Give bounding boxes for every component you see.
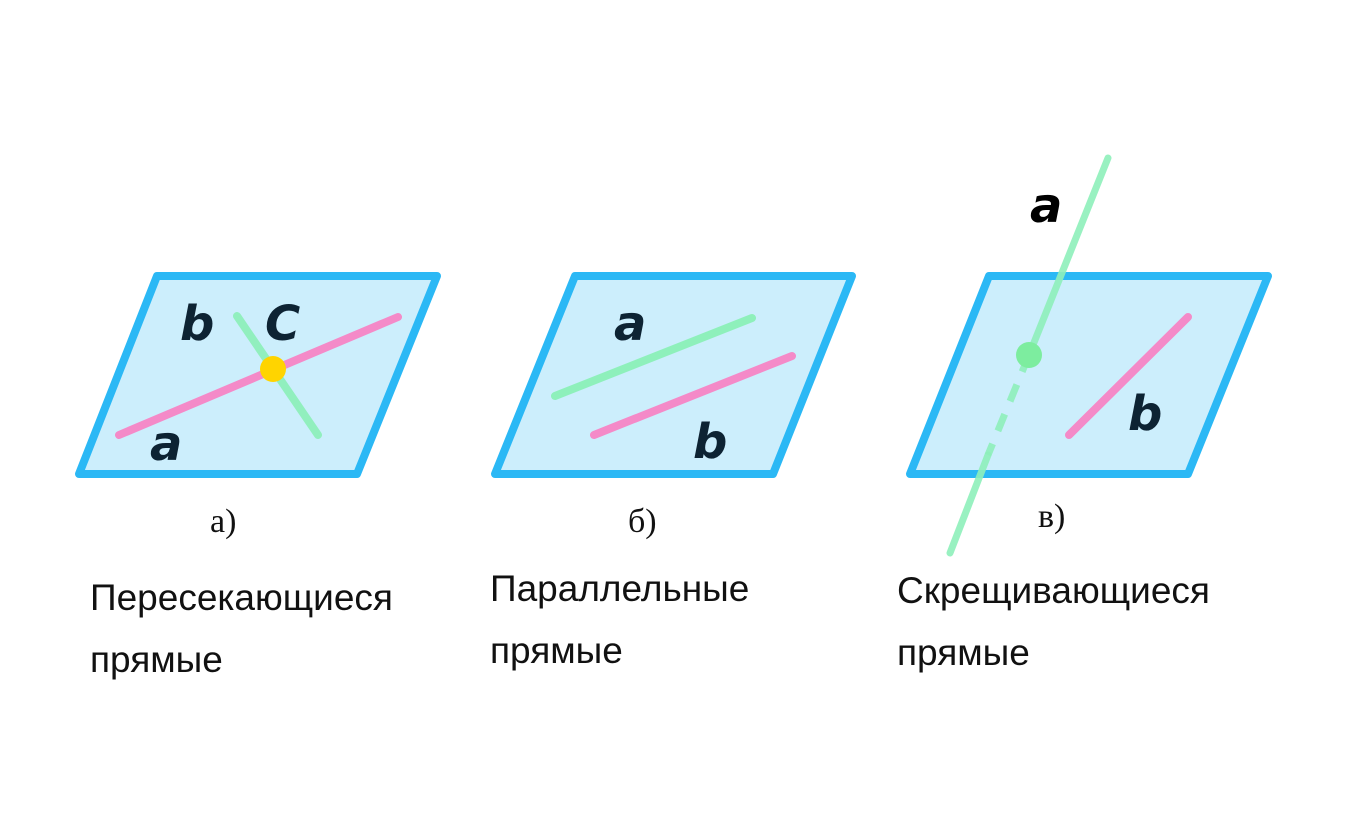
label-b: b: [693, 414, 727, 470]
caption-b: б): [628, 503, 657, 540]
panel-parallel: a b б): [491, 272, 856, 540]
desc-line2: прямые: [490, 630, 623, 671]
label-c: C: [265, 296, 300, 352]
desc-line2: прямые: [90, 639, 223, 680]
caption-a: а): [210, 503, 236, 540]
label-b: b: [1128, 386, 1162, 442]
panel-skew: a b в): [906, 154, 1272, 557]
line-a-upper: [1025, 154, 1112, 359]
desc-line2: прямые: [897, 632, 1030, 673]
label-a: a: [614, 296, 646, 352]
description-parallel: Параллельные прямые: [490, 558, 749, 682]
desc-line1: Пересекающиеся: [90, 577, 393, 618]
line-b: [590, 352, 796, 439]
description-skew: Скрещивающиеся прямые: [897, 560, 1210, 684]
plane: [906, 272, 1272, 478]
line-b: [1065, 313, 1192, 439]
description-intersecting: Пересекающиеся прямые: [90, 567, 393, 691]
desc-line1: Скрещивающиеся: [897, 570, 1210, 611]
desc-line1: Параллельные: [490, 568, 750, 609]
caption-c: в): [1038, 498, 1065, 535]
line-a: [551, 314, 756, 400]
label-a: a: [1030, 178, 1062, 234]
label-a: a: [150, 416, 182, 472]
panel-intersecting: b C a а): [75, 272, 441, 540]
plane: [491, 272, 856, 478]
intersection-point-c: [260, 356, 286, 382]
line-a-lower: [946, 451, 992, 557]
line-a: [115, 313, 402, 439]
piercing-point: [1016, 342, 1042, 368]
label-b: b: [180, 296, 214, 352]
